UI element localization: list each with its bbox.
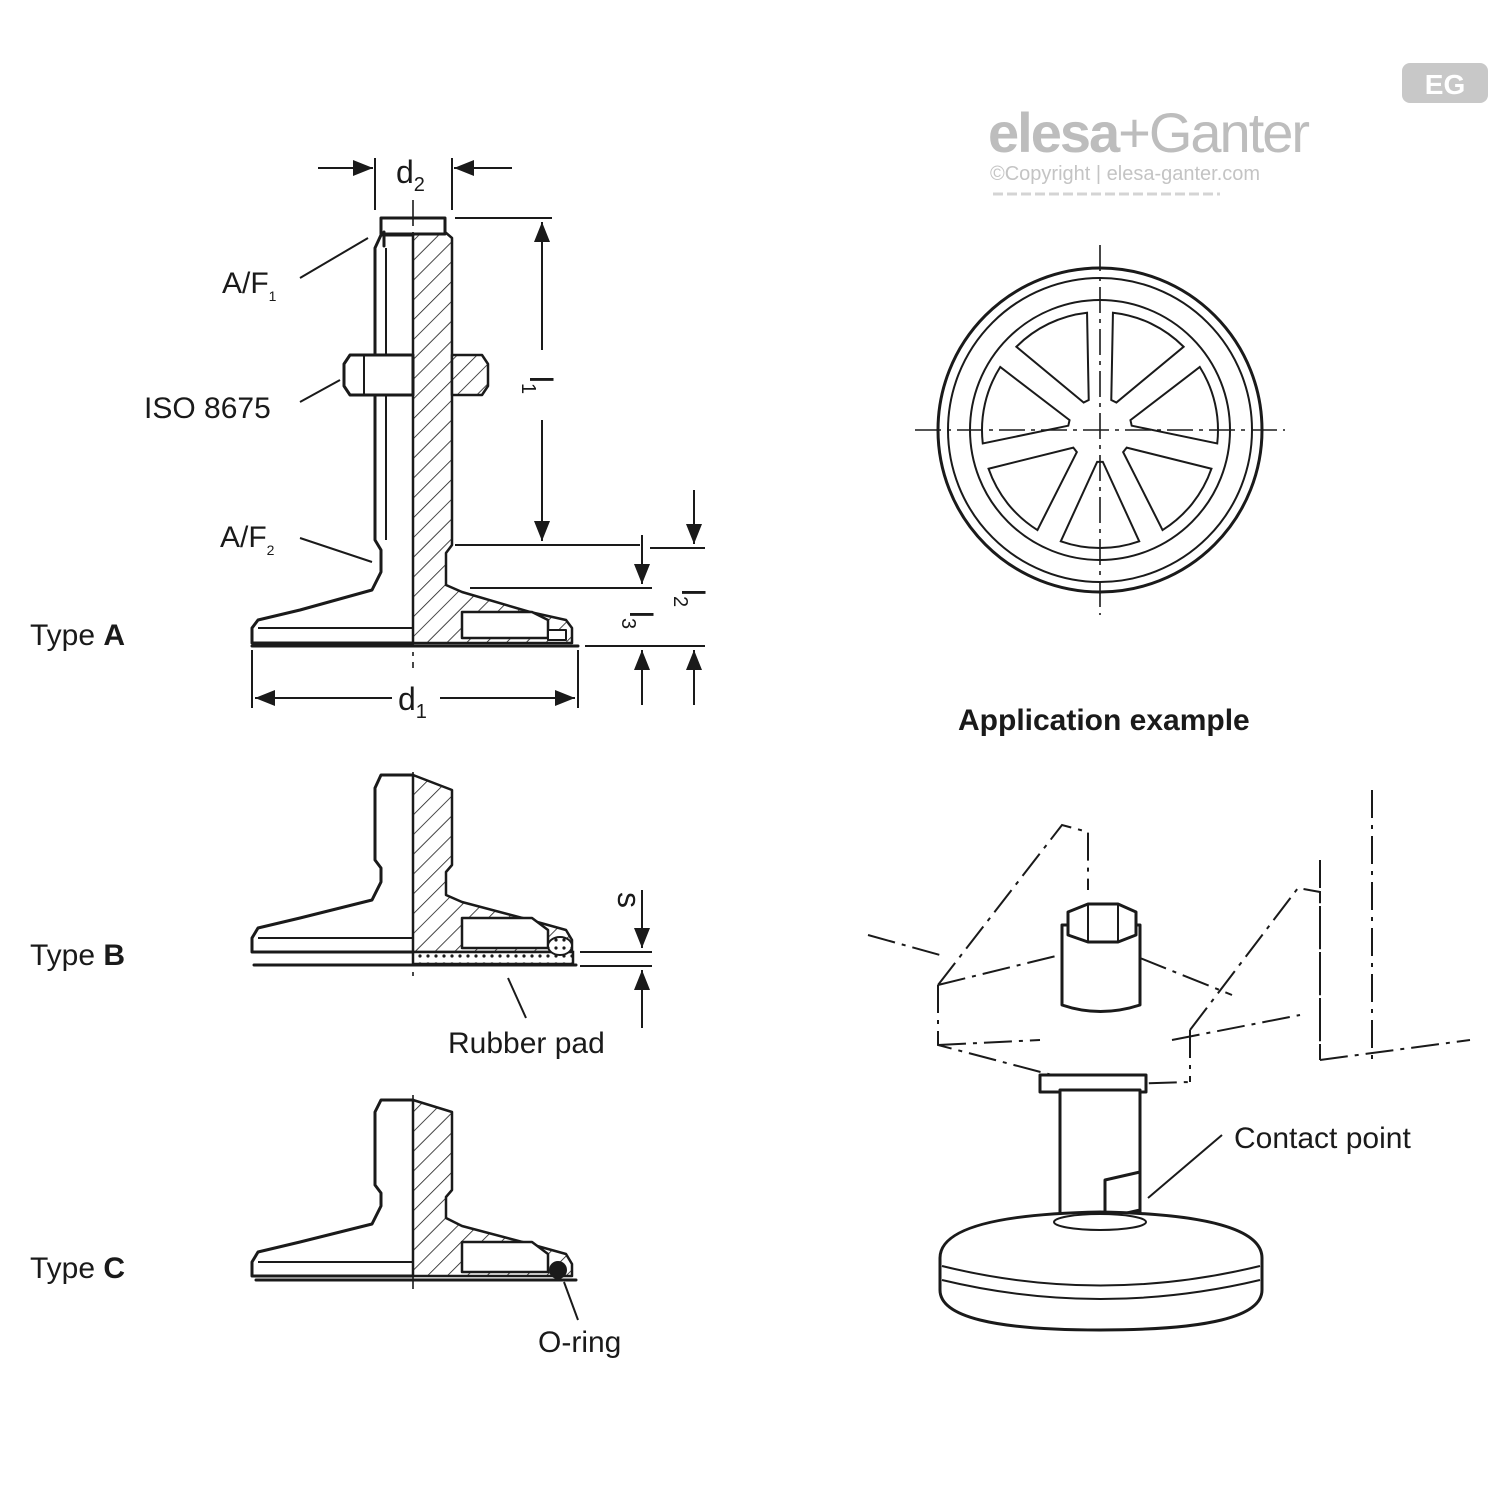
d1-sub: 1	[416, 701, 427, 723]
type-b-drawing	[250, 772, 578, 980]
spoke-window	[987, 446, 1079, 532]
type-c-label: Type C	[30, 1252, 125, 1285]
rubber-pad-label: Rubber pad	[448, 1027, 605, 1060]
iso-label: ISO 8675	[144, 392, 271, 425]
type-b-label: Type B	[30, 939, 125, 972]
l1-sub: 1	[517, 383, 539, 394]
d2-sub: 2	[414, 174, 425, 196]
svg-text:l3: l3	[617, 611, 659, 629]
type-c-drawing	[250, 1095, 578, 1295]
svg-text:d2: d2	[396, 154, 425, 196]
svg-text:A/F2: A/F2	[220, 521, 275, 558]
brand-logo: EG elesa+Ganter ©Copyright | elesa-gante…	[988, 63, 1488, 196]
svg-text:d1: d1	[398, 681, 427, 723]
d2-label: d	[396, 154, 414, 190]
type-b-dimensions: s Rubber pad	[448, 890, 652, 1060]
spoke-window	[981, 365, 1071, 445]
d1-label: d	[398, 681, 416, 717]
contact-point-label: Contact point	[1234, 1122, 1411, 1155]
s-label: s	[611, 892, 647, 908]
type-c-dimensions: O-ring	[538, 1281, 621, 1359]
spoke-window	[1059, 460, 1141, 549]
af2-sub: 2	[267, 542, 275, 558]
l2-label: l	[675, 589, 711, 596]
l3-label: l	[623, 611, 659, 618]
spoke-window	[1110, 311, 1186, 404]
application-example-title: Application example	[958, 704, 1250, 737]
l3-sub: 3	[617, 618, 639, 629]
l2-sub: 2	[669, 596, 691, 607]
brand-ganter: Ganter	[1149, 101, 1310, 164]
svg-text:l1: l1	[517, 376, 559, 394]
brand-plus: +	[1118, 101, 1149, 164]
af2-label: A/F	[220, 521, 267, 554]
eg-badge: EG	[1402, 63, 1488, 103]
top-view-drawing	[915, 245, 1285, 615]
af1-sub: 1	[269, 288, 277, 304]
spoke-window	[1129, 365, 1219, 445]
spoke-window	[1014, 311, 1090, 404]
foot-spokes	[981, 311, 1219, 549]
type-a-drawing	[250, 200, 580, 668]
copyright-text: ©Copyright | elesa-ganter.com	[990, 163, 1260, 185]
type-a-label: Type A	[30, 619, 125, 652]
af1-label: A/F	[222, 267, 269, 300]
l1-label: l	[523, 376, 559, 383]
type-a-dimensions: d2 l1 l2 l3 d1 A/F1 ISO 8675 A/F2	[144, 154, 711, 723]
application-drawing: Contact point	[867, 790, 1471, 1332]
svg-text:l2: l2	[669, 589, 711, 607]
spoke-window	[1121, 446, 1213, 532]
svg-text:elesa+Ganter: elesa+Ganter	[988, 101, 1309, 164]
eg-badge-text: EG	[1425, 69, 1465, 100]
o-ring-label: O-ring	[538, 1326, 621, 1359]
brand-elesa: elesa	[988, 101, 1121, 164]
svg-text:A/F1: A/F1	[222, 267, 277, 304]
